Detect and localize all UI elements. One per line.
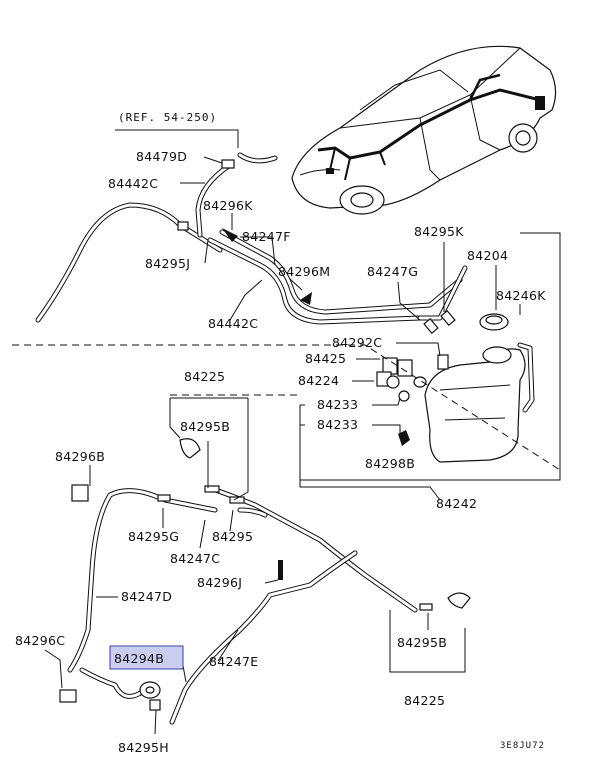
reference-hose: (REF. 54-250) [115,111,278,164]
label-84294B[interactable]: 84294B [114,651,164,666]
diagram-code: 3E8JU72 [500,741,545,751]
label-84242: 84242 [436,496,477,511]
vehicle-illustration [291,45,557,215]
label-84224: 84224 [298,373,339,388]
reference-label: (REF. 54-250) [118,111,217,124]
label-84296C: 84296C [15,633,65,648]
label-84246K: 84246K [496,288,546,303]
label-84442C-top: 84442C [108,176,158,191]
label-84298B: 84298B [365,456,415,471]
label-84247D: 84247D [121,589,172,604]
lower-hose-assembly [59,438,471,725]
label-84247G: 84247G [367,264,418,279]
highlight-box [109,645,184,670]
label-84295K: 84295K [414,224,464,239]
label-84247F: 84247F [242,229,291,244]
label-84296K: 84296K [203,198,253,213]
reservoir-assembly [376,313,535,463]
label-84295J: 84295J [145,256,190,271]
label-84295B-bot: 84295B [397,635,447,650]
label-84295H: 84295H [118,740,169,755]
label-84296B: 84296B [55,449,105,464]
label-84247E: 84247E [209,654,258,669]
label-84295G: 84295G [128,529,179,544]
label-84204: 84204 [467,248,508,263]
part-labels: 84479D 84442C 84296K 84247F 84295J 84296… [15,149,546,755]
label-84233-b: 84233 [317,417,358,432]
label-84247C: 84247C [170,551,220,566]
label-84442C-mid: 84442C [208,316,258,331]
label-84225-bot: 84225 [404,693,445,708]
leader-lines [44,156,561,735]
label-84296M: 84296M [278,264,330,279]
label-84425: 84425 [305,351,346,366]
label-84225-top: 84225 [184,369,225,384]
dashed-guides [12,344,561,471]
label-84295B-top: 84295B [180,419,230,434]
label-84479D: 84479D [136,149,187,164]
label-84292C: 84292C [332,335,382,350]
label-84296J: 84296J [197,575,242,590]
label-84295: 84295 [212,529,253,544]
label-84233-a: 84233 [317,397,358,412]
upper-hose-assembly [35,159,468,335]
